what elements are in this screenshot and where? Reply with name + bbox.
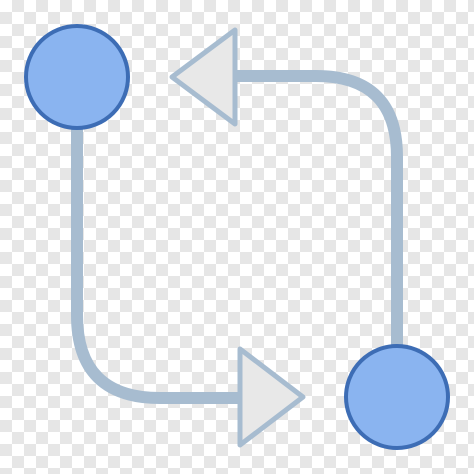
arrow-right-icon (237, 346, 306, 448)
arrow-left-icon (169, 27, 238, 127)
connector-path-right (230, 70, 403, 354)
connector-path-left (71, 122, 246, 404)
node-circle-top-left (24, 24, 130, 130)
node-circle-bottom-right (344, 344, 450, 450)
